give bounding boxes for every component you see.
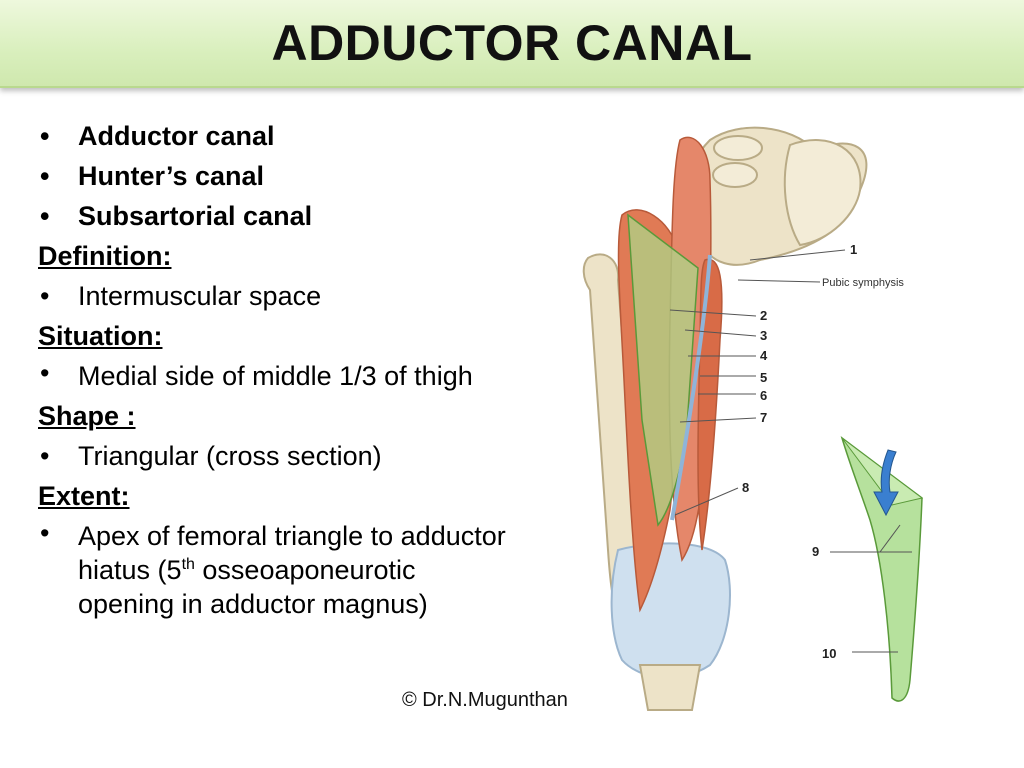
definition-text: Intermuscular space [38,276,508,316]
label-9: 9 [812,544,819,559]
definition-heading: Definition: [38,241,172,271]
label-8: 8 [742,480,749,495]
shape-text: Triangular (cross section) [38,436,508,476]
vertebra-lower [712,162,758,188]
label-line-pubic [737,279,821,283]
name-item-adductor-canal: Adductor canal [38,116,508,156]
femoral-vessels [670,254,712,521]
tibia-bone [638,664,702,711]
label-7: 7 [760,410,767,425]
label-line-9b [879,524,901,553]
label-6: 6 [760,388,767,403]
copyright-credit: © Dr.N.Mugunthan [402,689,568,711]
label-line-7 [679,417,757,423]
extent-text: Apex of femoral triangle to adductor hia… [38,516,508,624]
label-5: 5 [760,370,767,385]
anatomy-figure: 1 Pubic symphysis 2 3 4 5 6 7 8 9 10 [560,120,1024,720]
label-line-8 [674,487,739,516]
canal-cross-section [840,436,923,702]
label-line-2 [669,309,757,317]
name-item-subsartorial-canal: Subsartorial canal [38,196,508,236]
label-10: 10 [822,646,836,661]
extent-superscript: th [181,556,195,573]
label-line-1 [749,249,846,261]
label-2: 2 [760,308,767,323]
label-1: 1 [850,242,857,257]
extent-heading: Extent: [38,481,130,511]
name-item-hunters-canal: Hunter’s canal [38,156,508,196]
vertebra [713,135,763,161]
thigh-illustration: 1 Pubic symphysis 2 3 4 5 6 7 8 9 10 [582,126,924,711]
direction-arrow-icon [873,449,899,517]
extent-text-part-a: Apex of femoral triangle to adductor hia… [78,521,506,585]
label-4: 4 [760,348,768,363]
slide-content: Adductor canal Hunter’s canal Subsartori… [38,116,508,624]
slide-title: ADDUCTOR CANAL [271,15,753,71]
knee-joint [610,542,731,679]
situation-heading: Situation: [38,321,163,351]
label-line-3 [684,329,757,337]
iliac-wing [783,139,862,247]
extent-text-part-b: osseoaponeurotic opening in adductor mag… [78,555,428,619]
gracilis-muscle [697,258,723,551]
title-bar: ADDUCTOR CANAL [0,0,1024,88]
situation-text: Medial side of middle 1/3 of thigh [38,356,508,396]
shape-heading: Shape : [38,401,136,431]
label-3: 3 [760,328,767,343]
label-pubic-symphysis: Pubic symphysis [822,277,904,289]
